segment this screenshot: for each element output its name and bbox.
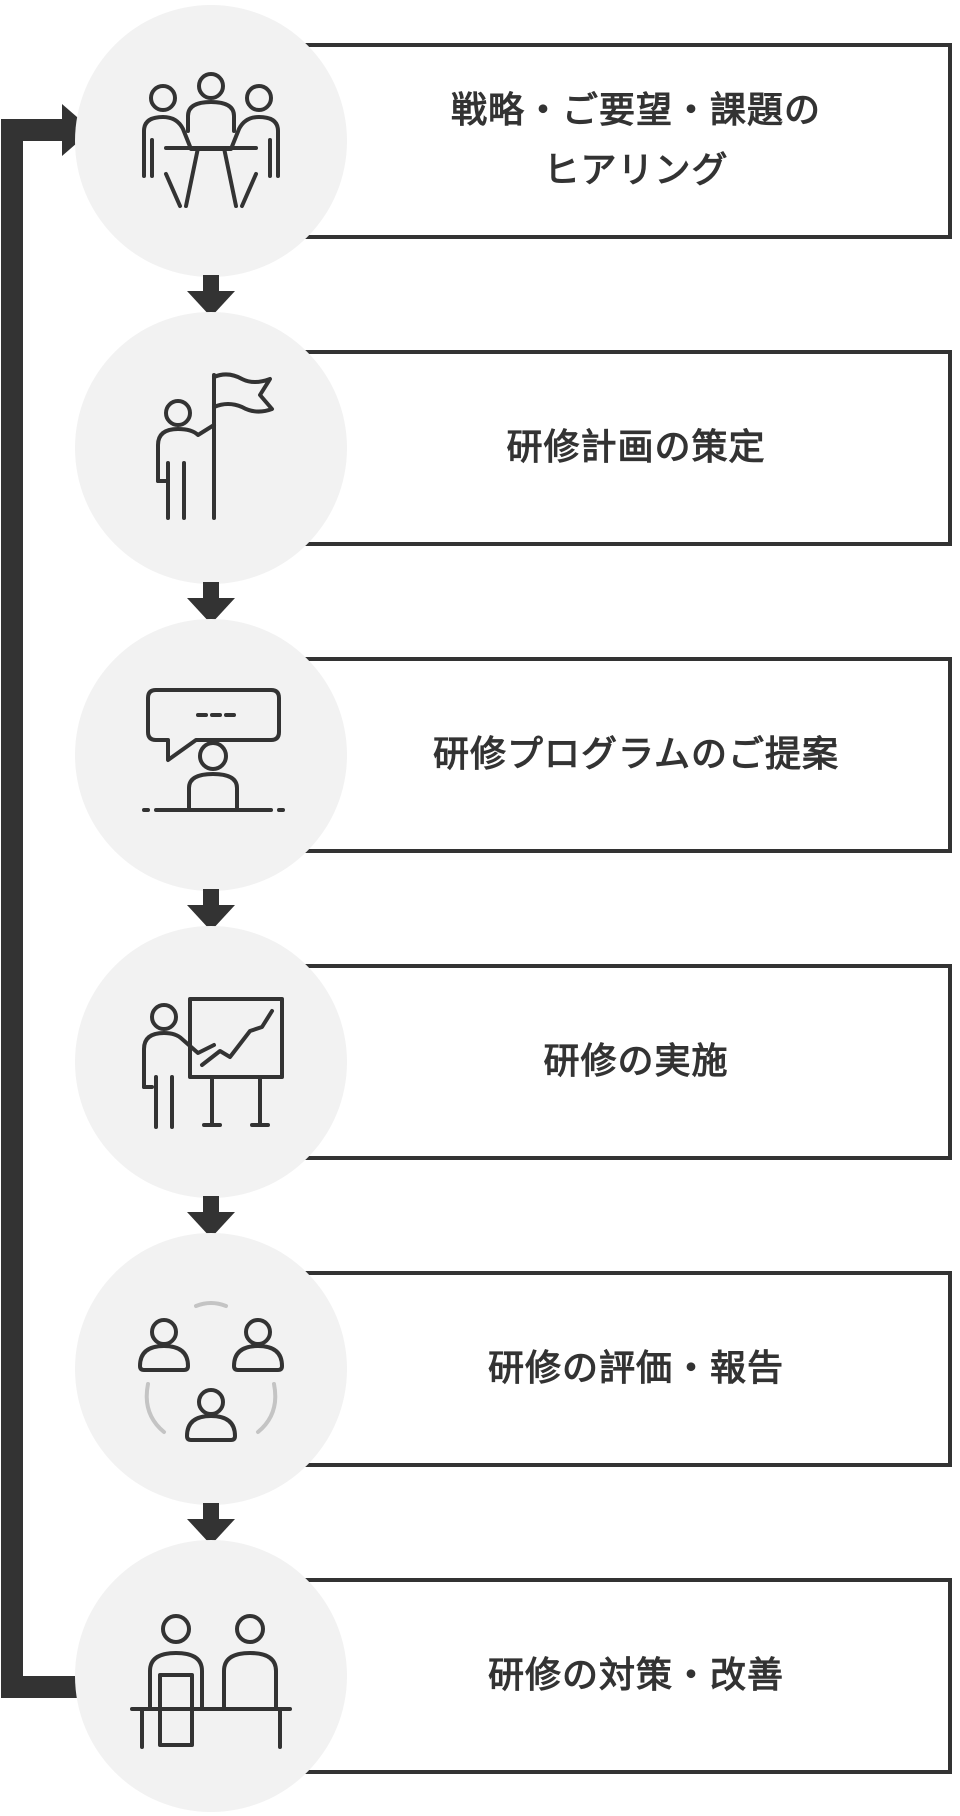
step-label: 研修プログラムのご提案 <box>433 725 839 785</box>
step-label-line1: 研修の評価・報告 <box>487 1348 784 1389</box>
step-label-line1: 研修計画の策定 <box>506 427 766 468</box>
step-circle <box>75 926 347 1198</box>
down-arrow <box>187 582 235 624</box>
group-cycle-icon <box>138 1301 284 1442</box>
step-circle <box>75 5 347 277</box>
speech-bubble-icon <box>142 688 285 812</box>
step-circle <box>75 1233 347 1505</box>
flow-step-planning: 研修計画の策定 <box>0 312 960 584</box>
step-label-line1: 研修の対策・改善 <box>487 1655 784 1696</box>
down-arrow <box>187 1196 235 1238</box>
step-circle <box>75 619 347 891</box>
flow-step-proposal: 研修プログラムのご提案 <box>0 619 960 891</box>
down-arrow <box>187 889 235 931</box>
step-label: 戦略・ご要望・課題の ヒアリング <box>451 81 821 201</box>
step-label-line1: 戦略・ご要望・課題の <box>450 90 821 131</box>
step-label-line1: 研修プログラムのご提案 <box>433 734 839 775</box>
down-arrow <box>187 275 235 317</box>
step-circle <box>75 312 347 584</box>
flag-icon <box>156 372 274 520</box>
step-label: 研修の実施 <box>543 1032 728 1092</box>
step-label: 研修の対策・改善 <box>488 1646 784 1706</box>
step-circle <box>75 1540 347 1812</box>
flow-step-improvement: 研修の対策・改善 <box>0 1540 960 1812</box>
meeting-icon <box>142 72 280 208</box>
step-label-line2: ヒアリング <box>543 150 729 191</box>
flow-step-hearing: 戦略・ご要望・課題の ヒアリング <box>0 5 960 277</box>
consultation-icon <box>130 1614 292 1749</box>
flow-step-implementation: 研修の実施 <box>0 926 960 1198</box>
step-label-line1: 研修の実施 <box>543 1041 729 1082</box>
step-label: 研修の評価・報告 <box>488 1339 784 1399</box>
flow-step-evaluation: 研修の評価・報告 <box>0 1233 960 1505</box>
presentation-icon <box>142 997 284 1129</box>
step-label: 研修計画の策定 <box>506 418 765 478</box>
down-arrow <box>187 1503 235 1545</box>
